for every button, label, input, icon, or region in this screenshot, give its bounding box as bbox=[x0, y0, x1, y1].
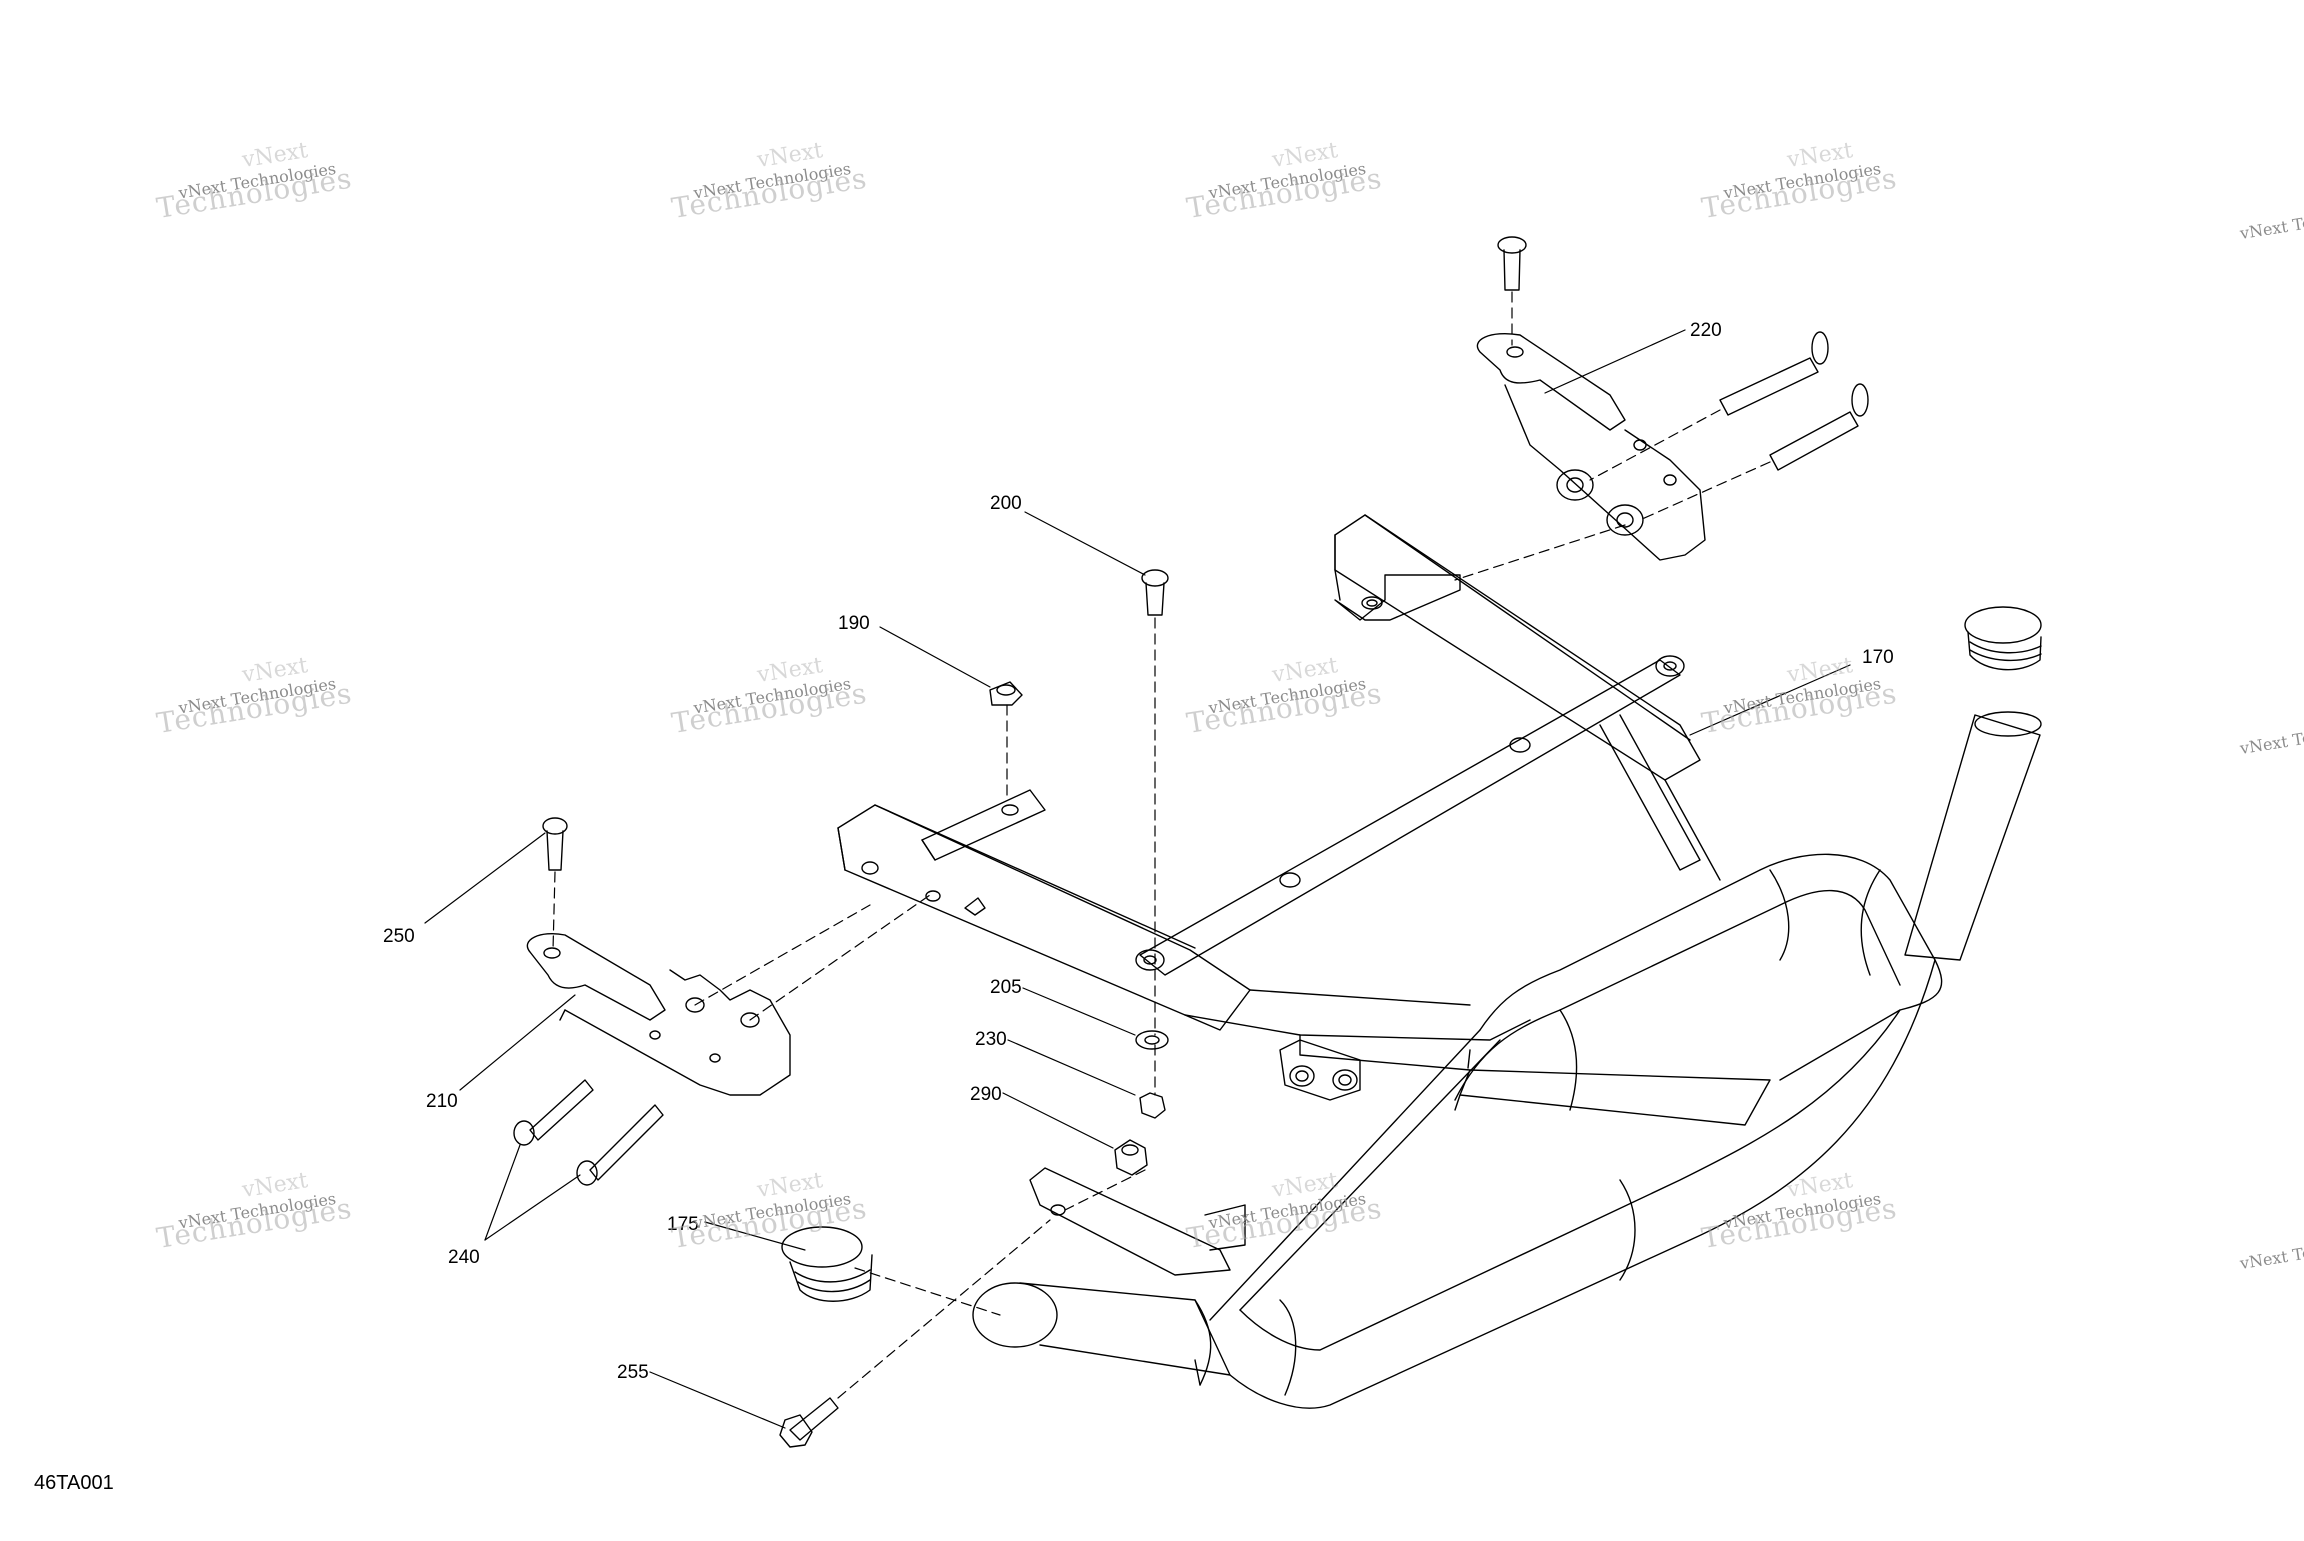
part-230-bracket bbox=[1476, 333, 1706, 561]
part-290-nut bbox=[1114, 1139, 1148, 1176]
upper-crossmember bbox=[1334, 514, 1701, 781]
callout-230: 220 bbox=[1690, 320, 1722, 341]
part-230-top-bolt bbox=[1497, 236, 1527, 291]
callout-170: 170 bbox=[1862, 647, 1894, 668]
part-190-nut bbox=[989, 681, 1023, 706]
side-rail bbox=[1184, 714, 1771, 1126]
part-240-pins bbox=[513, 1079, 664, 1186]
callout-290: 290 bbox=[970, 1084, 1002, 1105]
callout-175: 175 bbox=[667, 1214, 699, 1235]
part-205-washer bbox=[1135, 1030, 1169, 1050]
part-200-bolt bbox=[1141, 569, 1169, 616]
lower-crossmember bbox=[837, 789, 1251, 1031]
part-170-plug bbox=[1964, 606, 2042, 671]
callout-205: 205 bbox=[990, 977, 1022, 998]
callout-labels: 220 170 200 190 250 210 240 175 255 205 … bbox=[383, 320, 1894, 1383]
callout-255: 255 bbox=[617, 1362, 649, 1383]
bumper-tube bbox=[972, 711, 2042, 1409]
callout-190: 190 bbox=[838, 613, 870, 634]
callout-220: 210 bbox=[426, 1091, 458, 1112]
part-250-bolt bbox=[542, 817, 568, 871]
diagonal-strap bbox=[1135, 655, 1685, 976]
assembly-dashed-lines bbox=[552, 291, 1771, 1399]
front-lower-bracket bbox=[1029, 1167, 1246, 1276]
callout-250: 250 bbox=[383, 926, 415, 947]
leader-lines bbox=[424, 329, 1851, 1429]
part-220-bracket bbox=[526, 933, 791, 1096]
callout-200: 200 bbox=[990, 493, 1022, 514]
part-230-pins bbox=[1719, 331, 1869, 471]
figure-code: 46TA001 bbox=[34, 1472, 114, 1494]
callout-210: 230 bbox=[975, 1029, 1007, 1050]
part-255-bolt bbox=[779, 1397, 839, 1448]
callout-240: 240 bbox=[448, 1247, 480, 1268]
part-210-nut bbox=[1139, 1092, 1166, 1119]
part-175-plug bbox=[781, 1226, 873, 1302]
